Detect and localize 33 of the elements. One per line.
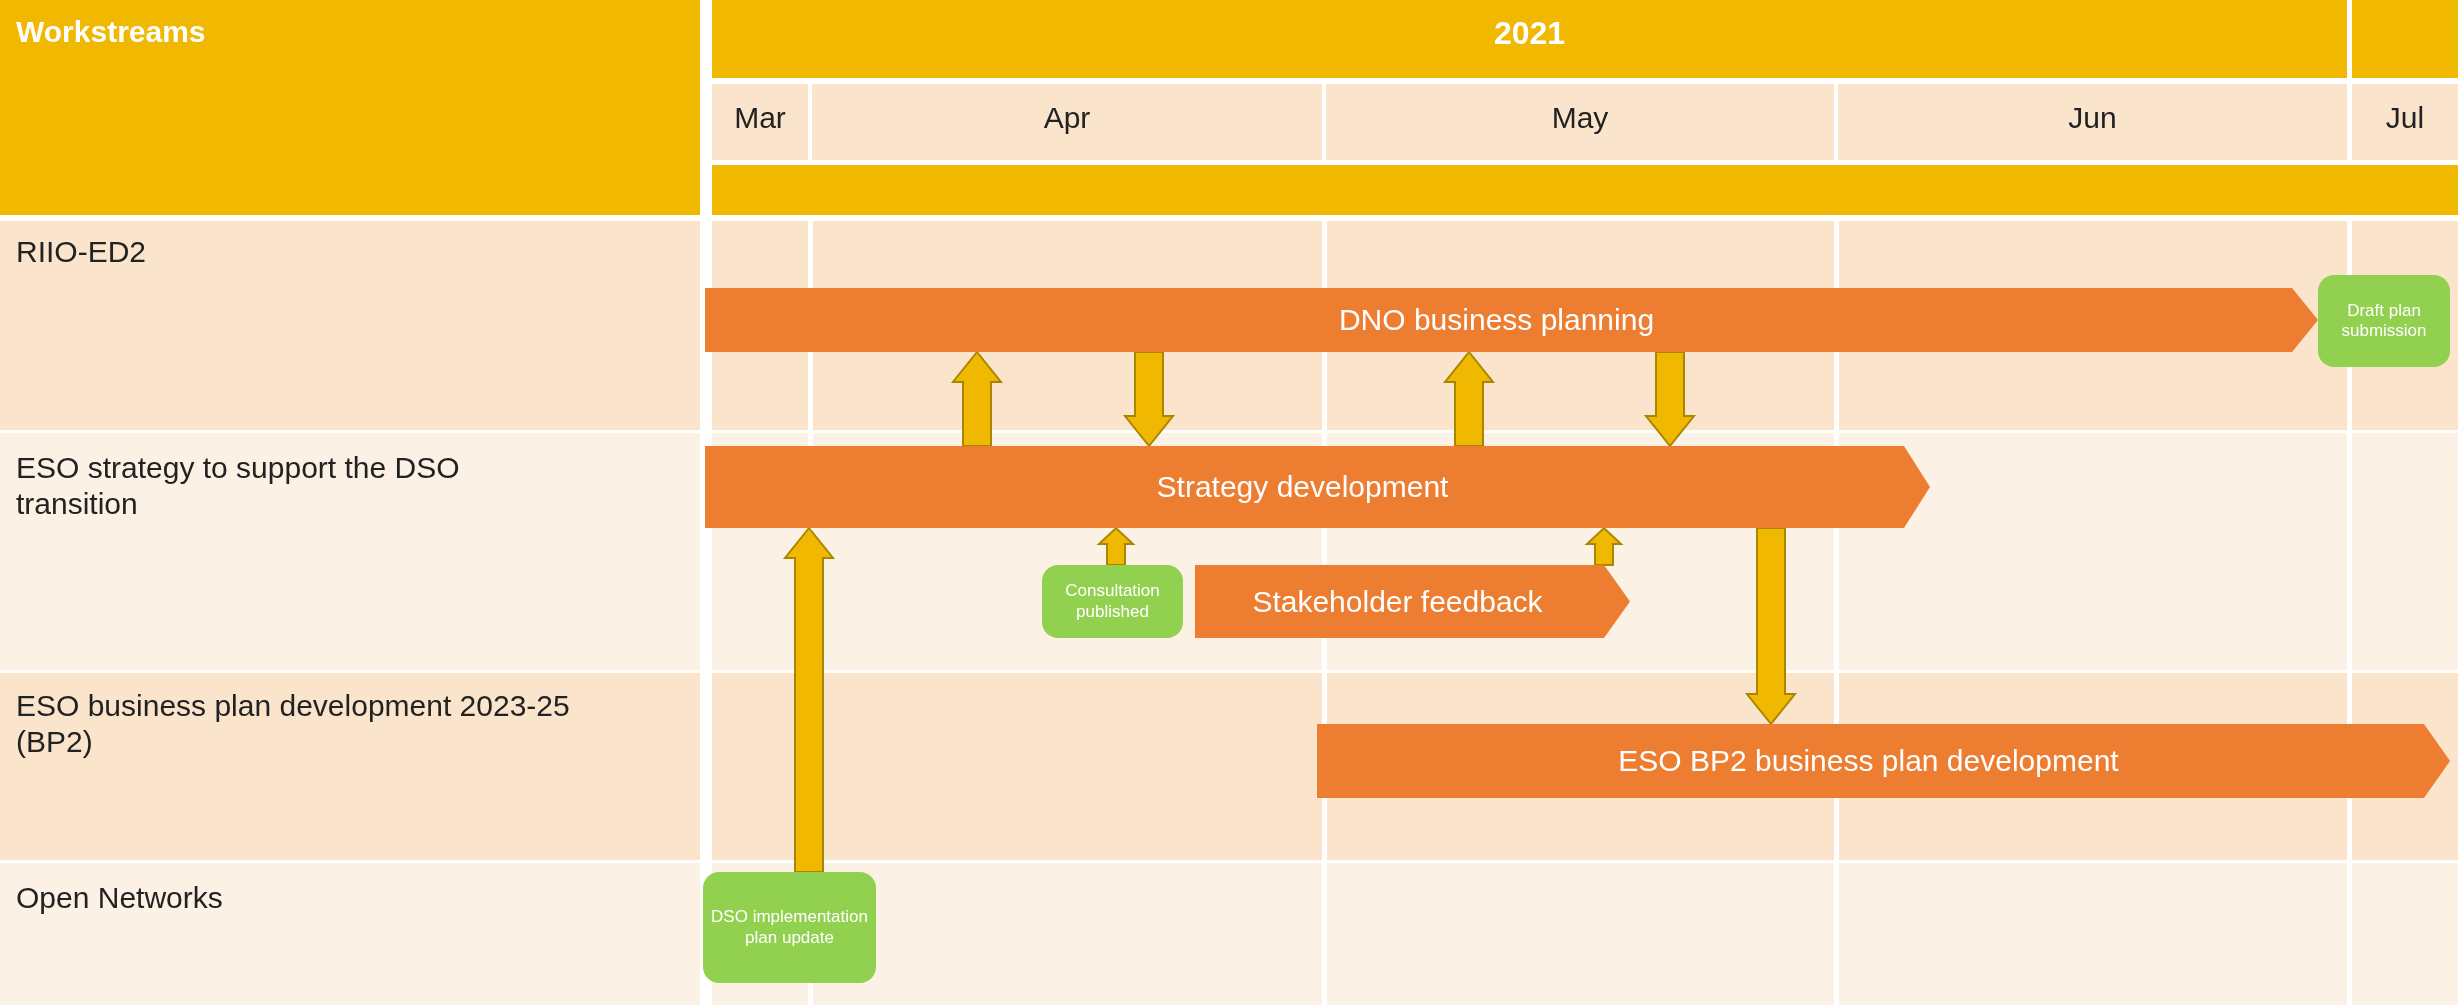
task-bar xyxy=(1317,724,2450,798)
block-arrow xyxy=(1442,350,1496,447)
row-label: Open Networks xyxy=(16,880,224,916)
month-header: May xyxy=(1550,100,1610,136)
task-label: DNO business planning xyxy=(1338,302,1655,338)
milestone-box xyxy=(2318,275,2450,367)
task-label: Strategy development xyxy=(1156,469,1449,505)
milestone-box xyxy=(703,872,876,983)
task-label: ESO BP2 business plan development xyxy=(1618,743,2119,779)
row-label: RIIO-ED2 xyxy=(16,234,148,270)
block-arrow xyxy=(1584,526,1624,566)
month-header: Mar xyxy=(733,100,787,136)
block-arrow xyxy=(1744,527,1798,726)
row-label: ESO strategy to support the DSO transition xyxy=(16,450,461,522)
block-arrow xyxy=(782,526,836,873)
block-arrow xyxy=(1643,351,1697,448)
month-header: Jun xyxy=(2067,100,2118,136)
milestone-box xyxy=(1042,565,1183,638)
task-label: DSO implementation plan update xyxy=(710,907,869,948)
month-header: Apr xyxy=(1042,100,1092,136)
block-arrow xyxy=(1122,351,1176,448)
block-arrow xyxy=(950,350,1004,447)
year-header: 2021 xyxy=(1492,14,1567,53)
task-label: Stakeholder feedback xyxy=(1252,583,1543,620)
row-label: ESO business plan development 2023-25 (BP2) xyxy=(16,688,571,760)
task-bar xyxy=(705,288,2318,352)
task-label: Consultation published xyxy=(1064,581,1161,622)
column-header: Workstreams xyxy=(16,14,207,50)
task-bar xyxy=(1195,565,1630,638)
task-label: Draft plan submission xyxy=(2340,300,2428,342)
task-bar xyxy=(705,446,1930,528)
month-header: Jul xyxy=(2384,100,2426,136)
block-arrow xyxy=(1096,526,1136,566)
